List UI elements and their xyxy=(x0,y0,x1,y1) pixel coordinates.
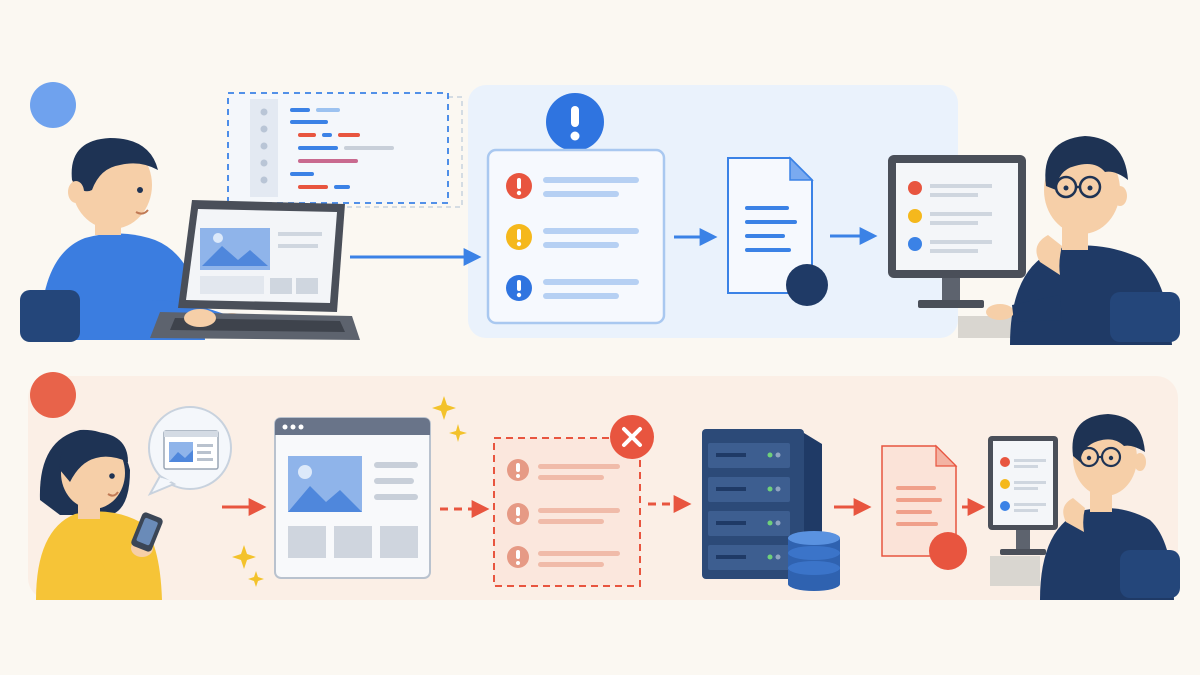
report-document-icon xyxy=(881,444,967,570)
developer-chair xyxy=(20,290,80,342)
issue-item-blue xyxy=(506,275,639,301)
reviewer-monitor-top xyxy=(888,155,1026,308)
error-badge xyxy=(610,415,654,459)
laptop-icon xyxy=(150,200,360,340)
reviewer-chair-bottom xyxy=(1120,550,1180,598)
sparkle-icon xyxy=(232,396,467,587)
reviewer-monitor-bottom xyxy=(988,436,1058,555)
reviewer-chair-top xyxy=(1110,292,1180,342)
top-flow-marker-dot xyxy=(30,82,76,128)
code-panel xyxy=(227,92,463,208)
image-icon xyxy=(163,430,219,470)
developer-hand xyxy=(184,309,216,327)
issue-list-card xyxy=(486,148,666,325)
desk-top xyxy=(958,316,1018,338)
issue-item-red xyxy=(506,173,639,199)
failed-item-1 xyxy=(507,459,620,481)
failed-item-2 xyxy=(507,503,620,525)
speech-bubble xyxy=(147,406,232,497)
mobile-user-person xyxy=(36,429,162,600)
desk-bottom xyxy=(990,556,1040,586)
issue-item-yellow xyxy=(506,224,639,250)
server-icon xyxy=(702,429,822,579)
alert-badge xyxy=(546,93,604,151)
smartphone-icon xyxy=(131,512,163,552)
failed-item-3 xyxy=(507,546,620,568)
failed-checks-card xyxy=(493,437,641,587)
webpage-icon xyxy=(274,417,431,579)
document-icon xyxy=(727,156,828,306)
bottom-flow-marker-dot xyxy=(30,372,76,418)
database-icon xyxy=(788,531,840,591)
